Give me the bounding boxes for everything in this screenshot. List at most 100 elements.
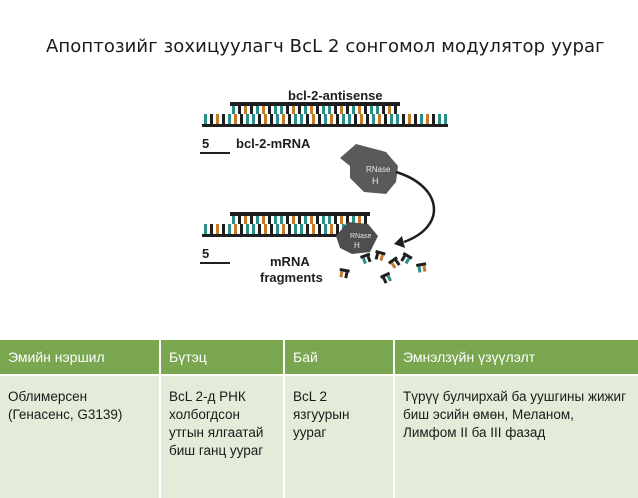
nucleotide-mark	[216, 224, 219, 234]
nucleotide-mark	[376, 106, 379, 114]
nucleotide-mark	[286, 216, 289, 224]
nucleotide-mark	[216, 114, 219, 124]
nucleotide-mark	[270, 224, 273, 234]
nucleotide-mark	[322, 106, 325, 114]
nucleotide-mark	[336, 224, 339, 234]
nucleotide-mark	[238, 106, 241, 114]
nucleotide-mark	[240, 114, 243, 124]
antisense-backbone-top	[230, 102, 400, 106]
antisense-mechanism-diagram: bcl-2-antisense 5 bcl-2-mRNA RNase H 5 R…	[190, 86, 450, 300]
nucleotide-mark	[348, 114, 351, 124]
nucleotide-mark	[210, 224, 213, 234]
nucleotide-mark	[274, 216, 277, 224]
nucleotide-mark	[244, 106, 247, 114]
nucleotide-mark	[382, 106, 385, 114]
nucleotide-mark	[234, 114, 237, 124]
table-header-row: Эмийн нэршил Бүтэц Бай Эмнэлзүйн үзүүлэл…	[0, 340, 638, 375]
nucleotide-mark	[444, 114, 447, 124]
nucleotide-mark	[258, 114, 261, 124]
mrna-fragment	[380, 271, 392, 284]
mrna-fragment	[388, 256, 401, 269]
nucleotide-mark	[240, 224, 243, 234]
nucleotide-mark	[300, 224, 303, 234]
nucleotide-mark	[210, 114, 213, 124]
nucleotide-mark	[268, 216, 271, 224]
nucleotide-mark	[262, 216, 265, 224]
nucleotide-mark	[328, 106, 331, 114]
mrna-fragment	[400, 252, 413, 265]
nucleotide-mark	[330, 224, 333, 234]
slide-title: Апоптозийг зохицуулагч BcL 2 сонгомол мо…	[46, 36, 605, 57]
nucleotide-mark	[294, 224, 297, 234]
mrna-label: bcl-2-mRNA	[236, 136, 311, 151]
nucleotide-mark	[364, 216, 367, 224]
cell-clinical-indication: Түрүү булчирхай ба уушгины жижиг биш эси…	[394, 374, 638, 498]
nucleotide-mark	[276, 224, 279, 234]
nucleotide-mark	[324, 114, 327, 124]
nucleotide-mark	[328, 216, 331, 224]
nucleotide-mark	[318, 224, 321, 234]
nucleotide-mark	[232, 106, 235, 114]
drug-info-table: Эмийн нэршил Бүтэц Бай Эмнэлзүйн үзүүлэл…	[0, 340, 638, 498]
nucleotide-mark	[286, 106, 289, 114]
arrow-head	[394, 236, 405, 248]
table-row: Облимерсен (Генасенс, G3139) BcL 2-д РНК…	[0, 374, 638, 498]
nucleotide-mark	[282, 224, 285, 234]
antisense-backbone-bottom	[230, 212, 370, 216]
nucleotide-mark	[222, 224, 225, 234]
nucleotide-mark	[358, 216, 361, 224]
nucleotide-mark	[346, 106, 349, 114]
mrna-fragment	[416, 262, 427, 273]
mrna-fragments	[339, 250, 427, 284]
nucleotide-mark	[256, 106, 259, 114]
nucleotide-mark	[306, 114, 309, 124]
nucleotide-mark	[276, 114, 279, 124]
rnase-h-label-top: RNase	[366, 165, 391, 174]
nucleotide-mark	[420, 114, 423, 124]
nucleotide-mark	[364, 106, 367, 114]
nucleotide-mark	[222, 114, 225, 124]
nucleotide-mark	[360, 114, 363, 124]
nucleotide-mark	[282, 114, 285, 124]
nucleotide-mark	[312, 224, 315, 234]
antisense-strand-top	[232, 106, 397, 114]
nucleotide-mark	[366, 114, 369, 124]
nucleotide-mark	[358, 106, 361, 114]
nucleotide-mark	[438, 114, 441, 124]
cell-target: BcL 2 язгуурын уураг	[284, 374, 395, 498]
nucleotide-mark	[264, 114, 267, 124]
nucleotide-mark	[268, 106, 271, 114]
svg-text:RNase: RNase	[350, 233, 372, 240]
nucleotide-mark	[378, 114, 381, 124]
cell-drug-name: Облимерсен (Генасенс, G3139)	[0, 374, 161, 498]
nucleotide-mark	[298, 106, 301, 114]
nucleotide-mark	[246, 114, 249, 124]
svg-text:H: H	[354, 241, 360, 250]
nucleotide-mark	[288, 114, 291, 124]
nucleotide-mark	[396, 114, 399, 124]
nucleotide-mark	[352, 216, 355, 224]
nucleotide-mark	[342, 114, 345, 124]
nucleotide-mark	[316, 106, 319, 114]
nucleotide-mark	[274, 106, 277, 114]
mrna-backbone-top	[202, 124, 448, 127]
nucleotide-mark	[280, 216, 283, 224]
nucleotide-mark	[292, 216, 295, 224]
nucleotide-mark	[370, 106, 373, 114]
nucleotide-mark	[330, 114, 333, 124]
nucleotide-mark	[354, 114, 357, 124]
five-prime-label-bottom: 5	[202, 246, 209, 261]
nucleotide-mark	[426, 114, 429, 124]
fragments-label-line2: fragments	[260, 270, 323, 285]
svg-text:H: H	[372, 176, 379, 186]
nucleotide-mark	[390, 114, 393, 124]
mrna-backbone-bottom	[202, 234, 362, 237]
nucleotide-mark	[352, 106, 355, 114]
nucleotide-mark	[234, 224, 237, 234]
antisense-label: bcl-2-antisense	[288, 88, 383, 103]
nucleotide-mark	[228, 224, 231, 234]
nucleotide-mark	[372, 114, 375, 124]
nucleotide-mark	[324, 224, 327, 234]
nucleotide-mark	[258, 224, 261, 234]
nucleotide-mark	[414, 114, 417, 124]
